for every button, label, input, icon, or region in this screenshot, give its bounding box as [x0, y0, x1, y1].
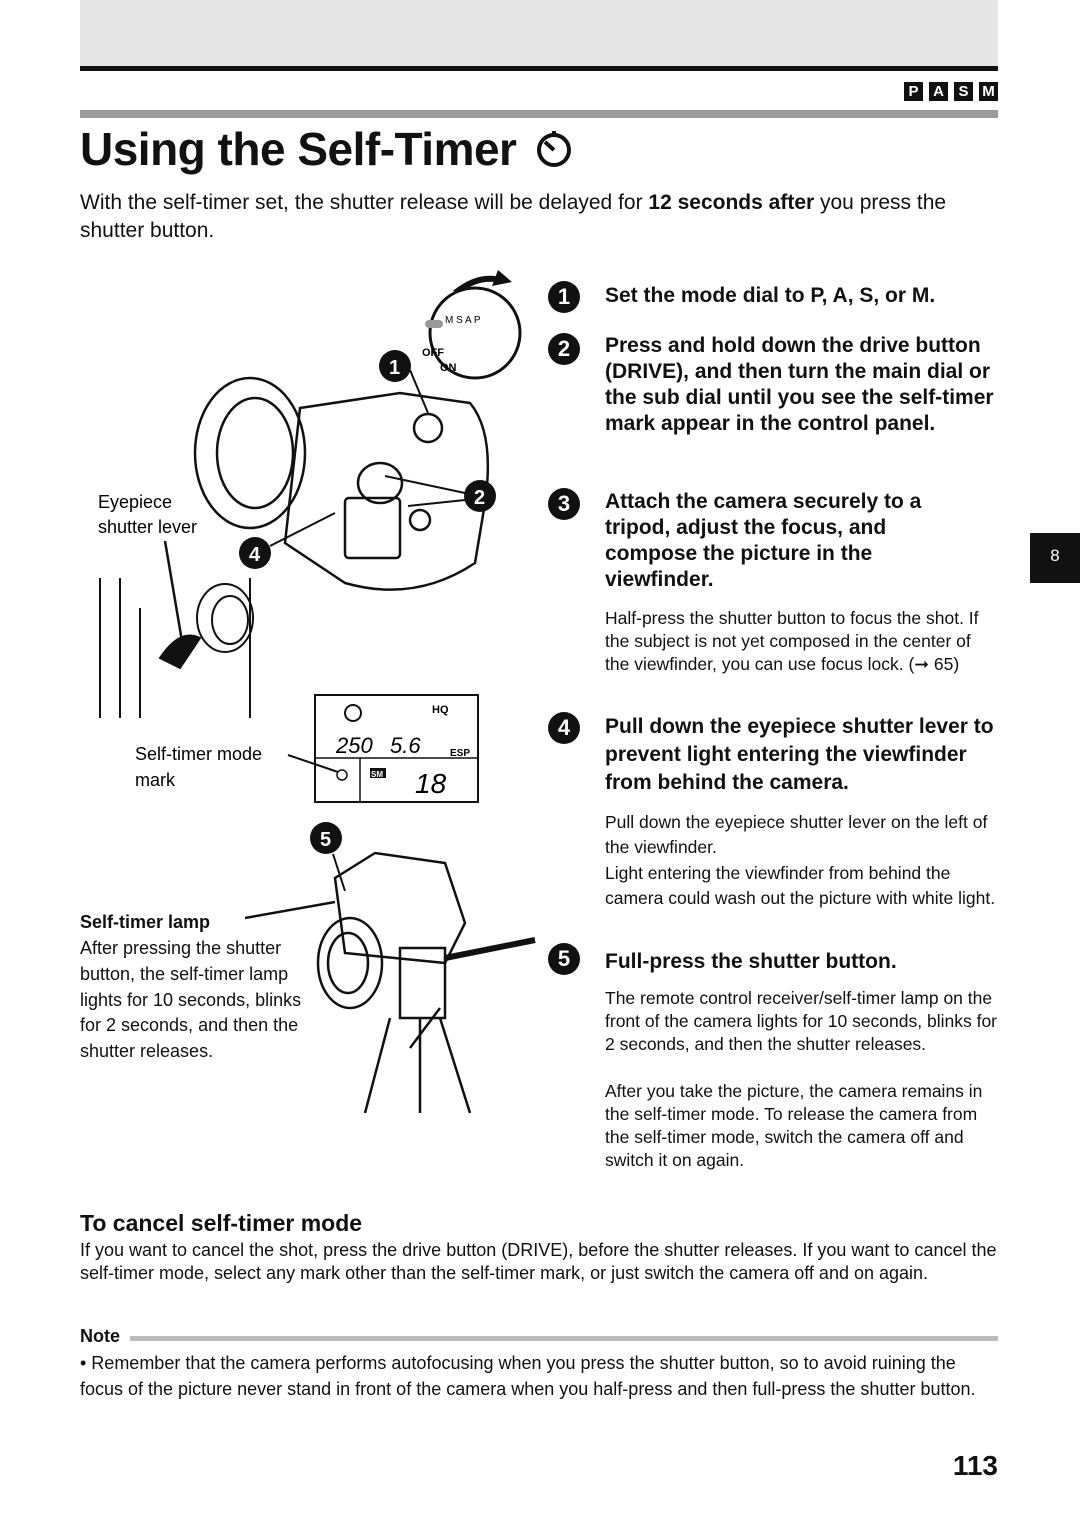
dial-off-label: OFF	[422, 347, 444, 359]
chapter-tab: 8	[1030, 533, 1080, 583]
eyepiece-label: Eyepiece	[98, 492, 172, 512]
dial-modes: M S A P	[445, 315, 481, 326]
svg-text:1: 1	[389, 357, 400, 379]
callout-5	[310, 822, 342, 854]
dial-on-label: ON	[440, 362, 457, 374]
header-band	[80, 0, 998, 66]
callout-1	[379, 350, 411, 382]
callout-4	[239, 537, 271, 569]
step-5-body-1: The remote control receiver/self-timer l…	[605, 988, 997, 1054]
camera-body	[193, 376, 490, 591]
step-3-body: Half-press the shutter button to focus t…	[605, 608, 979, 674]
svg-text:ESP: ESP	[450, 748, 470, 759]
note-text: • Remember that the camera performs auto…	[80, 1353, 976, 1399]
step-4-body-2: Light entering the viewfinder from behin…	[605, 863, 996, 908]
step-2-text: Press and hold down the drive button (DR…	[605, 334, 994, 435]
page-number: 113	[952, 1450, 998, 1481]
step-5-number: 5	[548, 943, 580, 975]
page-title: Using the Self-Timer	[80, 122, 575, 176]
self-timer-icon	[536, 131, 571, 167]
cancel-heading: To cancel self-timer mode	[80, 1210, 363, 1236]
step-4-text: Pull down the eyepiece shutter lever to …	[605, 715, 994, 794]
step-3-text: Attach the camera securely to a tripod, …	[605, 490, 922, 591]
tripod-camera	[316, 851, 536, 1114]
svg-text:HQ: HQ	[432, 704, 449, 716]
lamp-description: After pressing the shutter button, the s…	[80, 938, 302, 1062]
step-4-number: 4	[548, 712, 580, 744]
mode-badges: P A S M	[904, 82, 998, 101]
step-3-number: 3	[548, 488, 580, 520]
svg-text:2: 2	[474, 487, 485, 509]
svg-text:SM: SM	[371, 770, 383, 779]
camera-illustration: M S A P OFF ON 1 2 4 Eyepiece shutter le…	[98, 270, 536, 1114]
intro-paragraph: With the self-timer set, the shutter rel…	[80, 191, 947, 242]
step-5-body-2: After you take the picture, the camera r…	[605, 1081, 983, 1170]
mode-badge-s: S	[954, 82, 973, 101]
selftimer-mark-label: Self-timer mode	[135, 744, 262, 764]
mode-badge-p: P	[904, 82, 923, 101]
header-rule	[80, 66, 998, 71]
title-bar	[80, 110, 998, 118]
svg-text:shutter lever: shutter lever	[98, 517, 197, 537]
svg-text:5: 5	[320, 829, 331, 851]
svg-text:18: 18	[415, 768, 447, 799]
cancel-paragraph: If you want to cancel the shot, press th…	[80, 1240, 997, 1283]
note-rule	[130, 1336, 998, 1341]
mode-badge-a: A	[929, 82, 948, 101]
svg-text:mark: mark	[135, 770, 176, 790]
lamp-title: Self-timer lamp	[80, 912, 211, 932]
step-5-text: Full-press the shutter button.	[605, 950, 897, 973]
step-1-text: Set the mode dial to P, A, S, or M.	[605, 284, 936, 307]
step-4-body-1: Pull down the eyepiece shutter lever on …	[605, 812, 988, 857]
mode-dial: M S A P OFF ON	[422, 270, 522, 380]
step-1-number: 1	[548, 281, 580, 313]
note-heading: Note	[80, 1326, 120, 1346]
eyepiece-closeup	[99, 578, 254, 718]
callout-2	[464, 480, 496, 512]
svg-text:4: 4	[249, 544, 261, 566]
svg-text:5.6: 5.6	[390, 733, 421, 758]
control-panel-lcd: HQ 250 5.6 ESP SM 18	[314, 694, 479, 803]
mode-badge-m: M	[979, 82, 998, 101]
svg-text:250: 250	[335, 733, 373, 758]
step-2-number: 2	[548, 333, 580, 365]
